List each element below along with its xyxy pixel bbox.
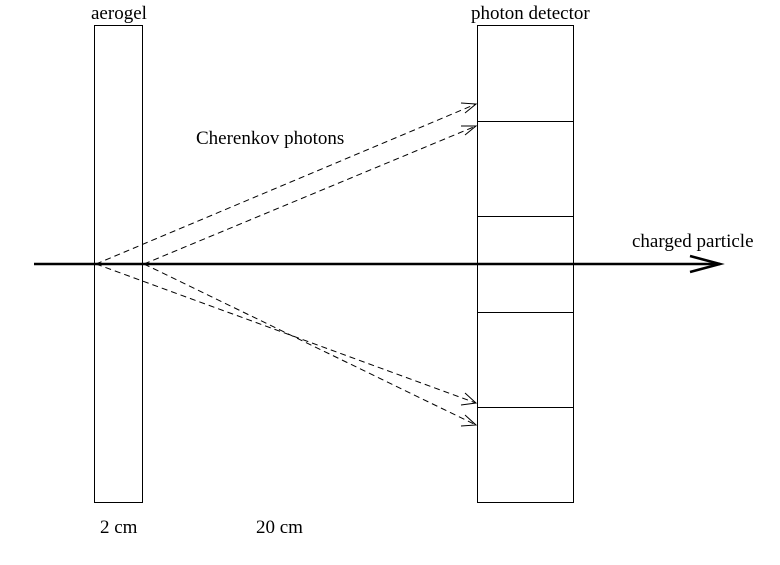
cherenkov-photon-rays: [95, 102, 478, 427]
photon-ray-lower-outer-arrowhead: [460, 392, 478, 406]
photon-ray-lower-outer: [95, 263, 477, 404]
photon-ray-lower-inner-arrowhead: [460, 414, 478, 427]
aerogel-label: aerogel: [91, 3, 147, 24]
cherenkov-photons-label: Cherenkov photons: [196, 128, 344, 149]
photon-ray-upper-outer: [95, 103, 477, 265]
photon-ray-upper-outer-arrowhead: [460, 102, 478, 114]
gap-distance-label: 20 cm: [256, 517, 303, 538]
charged-particle-label: charged particle: [632, 231, 754, 252]
charged-particle-arrowhead: [689, 254, 725, 274]
aerogel-thickness-label: 2 cm: [100, 517, 138, 538]
photon-ray-upper-inner-arrowhead: [461, 125, 478, 136]
photon-detector-label: photon detector: [471, 3, 590, 24]
photon-ray-lower-inner: [143, 263, 477, 426]
